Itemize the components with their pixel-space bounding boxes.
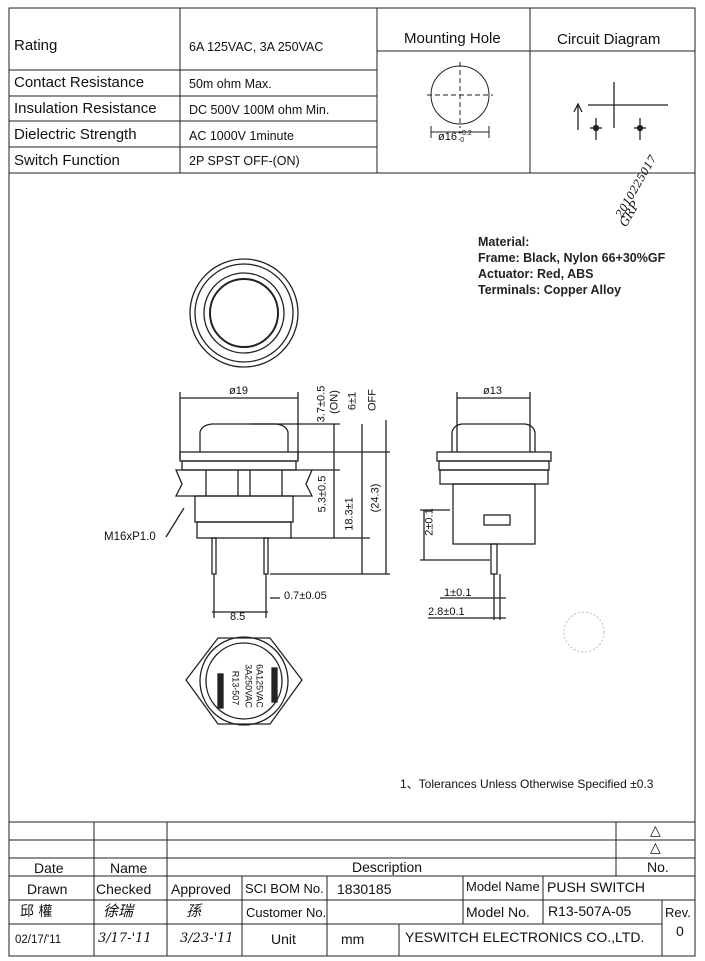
rev-value: 0 [676,923,684,939]
dim-on-label: (ON) [328,390,341,414]
unit-value: mm [341,931,365,947]
dim-1: 1±0.1 [444,587,472,599]
model-no-value: R13-507A-05 [548,903,632,919]
rev-triangle-2: △ [650,839,661,855]
sci-bom-value: 1830185 [337,881,392,897]
sheet-border [8,7,696,957]
top-view [189,258,299,368]
title-block-lines [9,821,695,956]
date-label: Date [34,860,64,876]
dim-2: 2±0.1 [423,508,436,536]
approved-date: 3/23-'11 [180,931,234,946]
spec-table-lines [9,8,695,174]
rev-triangle-1: △ [650,822,661,838]
front-view [165,392,390,618]
spec-value-dielectric-strength: AC 1000V 1minute [189,129,294,143]
dim-8-5: 8.5 [230,611,246,623]
material-terminals: Terminals: Copper Alloy [478,283,622,297]
marking-part-number: R13-507 [230,670,241,706]
drawn-name: 邱 權 [20,904,53,920]
material-title: Material: [478,235,530,249]
model-name-value: PUSH SWITCH [547,879,645,895]
spec-label-switch-function: Switch Function [14,152,120,169]
mounting-hole-header: Mounting Hole [404,30,501,47]
description-label: Description [352,859,423,875]
spec-label-contact-resistance: Contact Resistance [14,74,145,91]
circuit-diagram-symbol [573,82,668,140]
dim-dia-19: ø19 [229,385,248,397]
dim-0-7: 0.7±0.05 [284,590,327,602]
dim-off-travel: 6±1 [346,391,359,411]
drawn-date: 02/17/'11 [15,934,62,946]
spec-label-insulation-resistance: Insulation Resistance [14,100,157,117]
model-name-label: Model Name [466,879,540,894]
dim-on-travel: 3.7±0.5 [315,385,328,423]
side-view [420,392,552,620]
tolerance-note: 1、Tolerances Unless Otherwise Specified … [400,777,654,791]
approved-signature: 孫 [186,902,202,920]
model-no-label: Model No. [466,904,530,920]
dim-2-8: 2.8±0.1 [428,606,465,618]
customer-no-label: Customer No. [246,905,327,920]
marking-rating-125: 6A125VAC [254,664,265,708]
dim-off-label: OFF [366,389,379,411]
unit-label: Unit [271,931,296,947]
spec-value-contact-resistance: 50m ohm Max. [189,77,272,91]
company-name: YESWITCH ELECTRONICS CO.,LTD. [405,929,645,945]
dim-thread: M16xP1.0 [104,531,156,543]
dim-18-3: 18.3±1 [343,497,356,531]
mounting-hole-drawing [427,62,493,138]
spec-value-insulation-resistance: DC 500V 100M ohm Min. [189,103,330,117]
spec-label-dielectric-strength: Dielectric Strength [14,126,137,143]
approval-seal [563,611,605,653]
drawn-label: Drawn [27,881,68,897]
dim-dia-13: ø13 [483,385,502,397]
spec-value-rating: 6A 125VAC, 3A 250VAC [189,40,324,54]
sci-bom-label: SCI BOM No. [245,881,324,896]
spec-value-switch-function: 2P SPST OFF-(ON) [189,154,300,168]
circuit-diagram-header: Circuit Diagram [557,31,661,48]
bottom-view [185,636,303,726]
spec-label-rating: Rating [14,37,58,54]
material-frame: Frame: Black, Nylon 66+30%GF [478,251,666,265]
checked-signature: 徐瑞 [103,902,134,920]
name-label: Name [110,860,148,876]
no-label: No. [647,859,669,875]
dim-24-3: (24.3) [369,483,382,513]
mounting-hole-dimension: ø16+0.2-0 [438,130,472,144]
rev-label: Rev. [665,905,691,920]
approved-label: Approved [171,881,231,897]
checked-date: 3/17-'11 [98,931,152,946]
marking-rating-250: 3A250VAC [243,664,254,708]
dim-5-3: 5.3±0.5 [316,475,329,513]
material-actuator: Actuator: Red, ABS [478,267,594,281]
checked-label: Checked [96,881,152,897]
